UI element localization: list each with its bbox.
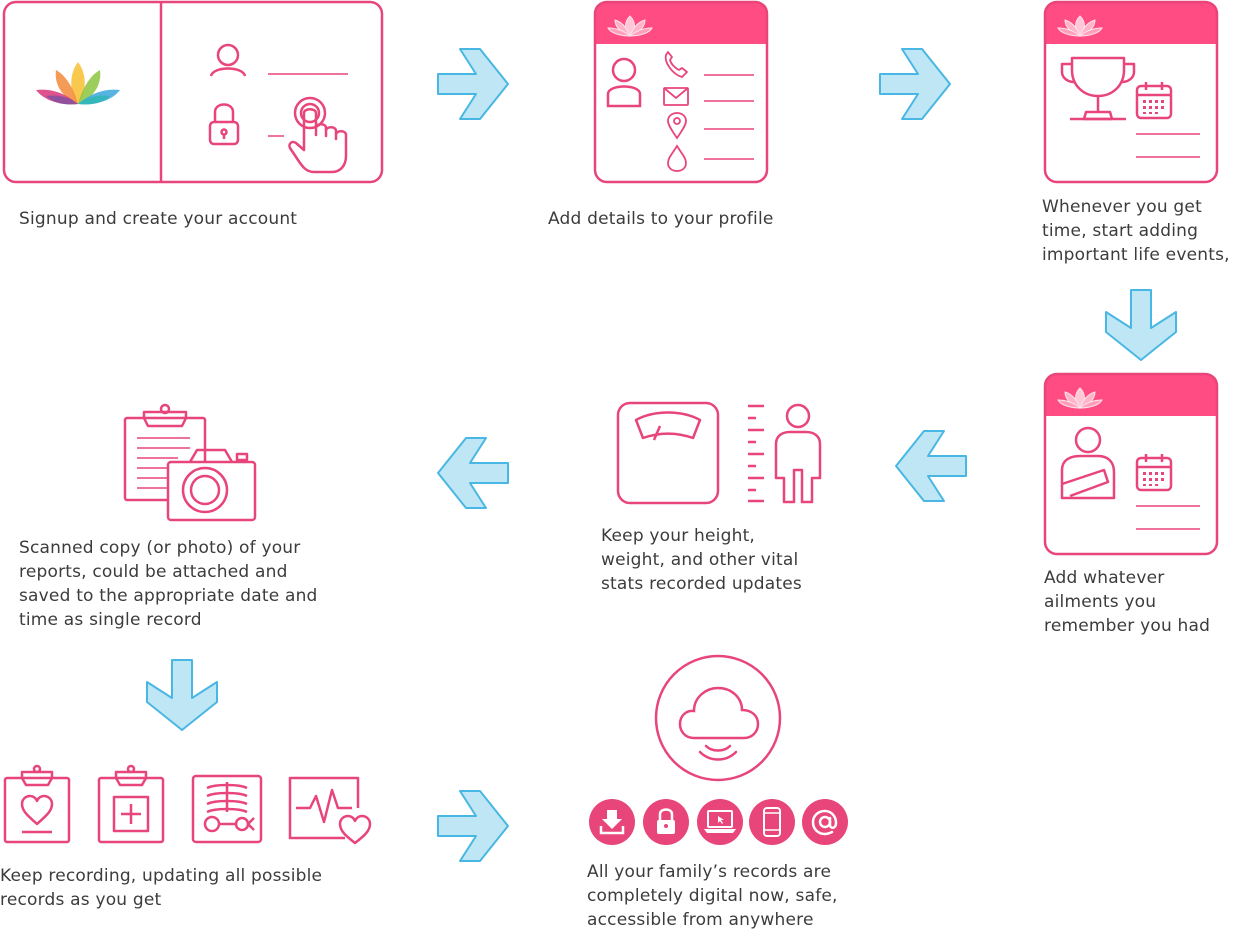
injured-arm-icon (1060, 426, 1116, 500)
arrow-left-2 (437, 437, 509, 509)
padlock-icon (208, 103, 240, 146)
lock-icon (643, 799, 689, 845)
weighing-scale-icon (616, 401, 720, 505)
user-icon (209, 43, 247, 77)
vitals-caption: Keep your height, weight, and other vita… (601, 526, 802, 594)
digital-illustration (589, 654, 848, 845)
person-icon (606, 57, 642, 108)
camera-icon (166, 448, 257, 522)
arrow-right-1 (437, 48, 509, 120)
scans-caption: Scanned copy (or photo) of your reports,… (19, 538, 318, 630)
life-events-caption: Whenever you get time, start adding impo… (1042, 197, 1230, 265)
records-illustration (3, 764, 372, 845)
profile-caption: Add details to your profile (548, 209, 774, 229)
lotus-logo-icon (36, 62, 120, 105)
phone-icon (664, 51, 688, 78)
cloud-icon (678, 686, 760, 761)
digital-caption: All your family’s records are completely… (587, 862, 838, 930)
records-caption: Keep recording, updating all possible re… (0, 866, 323, 910)
location-pin-icon (667, 112, 687, 140)
arrow-left-1 (895, 430, 967, 502)
height-ruler-icon (748, 404, 764, 503)
calendar-icon (1135, 452, 1173, 492)
blood-drop-icon (667, 144, 687, 172)
ailments-caption: Add whatever ailments you remember you h… (1044, 568, 1211, 636)
signup-caption: Signup and create your account (19, 209, 298, 229)
xray-icon (191, 774, 263, 844)
envelope-icon (663, 87, 689, 106)
scans-illustration (123, 403, 257, 522)
arrow-right-2 (879, 48, 951, 120)
clipboard-icon (123, 403, 207, 502)
vitals-illustration (616, 401, 822, 505)
arrow-right-3 (437, 790, 509, 862)
laptop-icon (697, 799, 743, 845)
clipboard-plus-icon (97, 764, 165, 844)
ecg-heart-icon (288, 776, 372, 845)
mobile-icon (749, 799, 795, 845)
arrow-down-1 (1105, 289, 1177, 361)
standing-person-icon (774, 403, 822, 504)
at-sign-icon (802, 799, 848, 845)
arrow-down-2 (146, 659, 218, 731)
calendar-icon (1135, 80, 1173, 120)
profile-card (593, 0, 769, 184)
trophy-icon (1060, 56, 1136, 121)
pointing-hand-icon (288, 96, 348, 174)
life-events-card (1043, 0, 1219, 184)
clipboard-heart-icon (3, 764, 71, 844)
signup-card (2, 0, 384, 184)
ailments-card (1043, 372, 1219, 556)
download-icon (589, 799, 635, 845)
